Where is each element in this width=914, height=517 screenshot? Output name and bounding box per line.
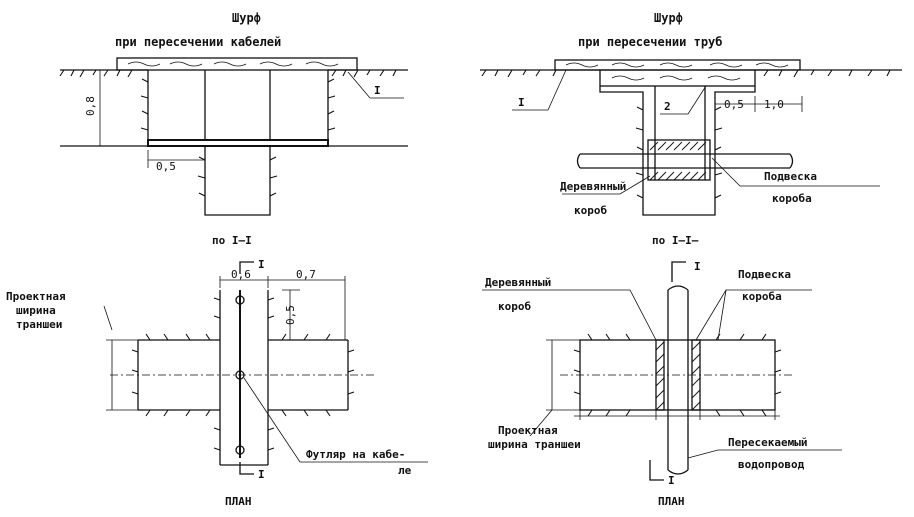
right-section-title-2: при пересечении труб	[578, 35, 723, 49]
right-suspension-leader	[711, 157, 880, 187]
right-plan-bottom-ticks	[574, 410, 780, 420]
right-plan-box-label-2: короб	[498, 300, 531, 313]
left-plan-dim-b: 0,7	[296, 268, 316, 281]
right-plan-pipe-leader	[687, 449, 842, 459]
left-step-value: 0,5	[156, 160, 176, 173]
right-box-label-2: короб	[574, 204, 607, 217]
right-plan-hatching	[573, 333, 782, 417]
right-dimensions	[714, 96, 803, 112]
left-lower-trench-hatching	[197, 156, 278, 197]
right-pit-hatching	[635, 106, 723, 199]
right-marker-I: I	[518, 96, 525, 109]
right-plan-marker-bottom: I	[668, 474, 675, 487]
left-plan-cable-end-bottom	[235, 445, 245, 455]
left-plan-width-label-1: Проектная	[6, 290, 66, 303]
right-inner-posts	[654, 86, 706, 180]
right-pipe	[576, 153, 794, 169]
right-box-leader	[562, 175, 651, 195]
left-depth-value: 0,8	[84, 96, 97, 116]
left-plan-dim-a: 0,6	[231, 268, 251, 281]
right-plan-suspension-label-1: Подвеска	[738, 268, 791, 281]
right-section-title-1: Шурф	[654, 11, 683, 25]
right-plan-width-dim	[529, 339, 580, 437]
left-plan-trench	[137, 339, 349, 411]
right-step-value: 0,5	[724, 98, 744, 111]
right-plan-marker-bottom-line	[649, 460, 664, 481]
right-marker-2: 2	[664, 100, 671, 113]
left-depth-dimension	[95, 69, 105, 147]
left-plan-width-label-3: траншеи	[16, 318, 62, 331]
left-plan-sleeve-leader	[243, 377, 428, 463]
right-plan-box-hatching	[655, 341, 701, 411]
left-upper-pit-hatching	[140, 78, 336, 131]
left-plan-caption: ПЛАН	[225, 495, 252, 508]
right-suspension-label-1: Подвеска	[764, 170, 817, 183]
left-marker-leader	[347, 71, 404, 99]
left-section-caption: по I—I	[212, 234, 252, 247]
left-plan-marker-top-line	[239, 261, 254, 274]
left-plan-width-dim	[103, 305, 140, 411]
left-plan-pit	[219, 290, 269, 466]
left-plank-grain	[127, 61, 339, 67]
right-offset-value: 1,0	[764, 98, 784, 111]
left-plan-width-label-2: ширина	[16, 304, 56, 317]
right-plan-marker-top: I	[694, 260, 701, 273]
right-plan-width-label-2: ширина траншеи	[488, 438, 581, 451]
right-plank-grain	[565, 62, 789, 81]
right-section-view: Шурф при пересечении труб 0,5 1,0 2 I Де…	[480, 11, 902, 247]
left-section-title-1: Шурф	[232, 11, 261, 25]
right-wooden-box	[647, 139, 711, 181]
left-top-plank	[116, 57, 358, 71]
left-upper-pit	[147, 70, 329, 146]
right-top-plank	[554, 59, 801, 71]
left-step-dimension	[147, 150, 206, 168]
left-section-view: Шурф при пересечении кабелей 0,8 0,5 I п…	[59, 11, 408, 247]
left-section-title-2: при пересечении кабелей	[115, 35, 281, 49]
left-plan-marker-bottom-line	[239, 462, 254, 475]
right-plan-box-label-1: Деревянный	[485, 276, 551, 289]
right-plan-suspension-leader	[695, 289, 812, 341]
right-second-plank	[599, 69, 756, 87]
left-plan-dimensions	[219, 276, 346, 340]
right-plan-marker-top-line	[671, 261, 686, 282]
left-plan-dim-c: 0,5	[284, 305, 297, 325]
right-plan-box-left	[655, 339, 665, 411]
right-marker-2-leader	[660, 85, 707, 115]
right-pit-walls	[599, 86, 756, 216]
left-ground-hatching	[59, 69, 397, 78]
left-plan-view: I 0,6 0,7 0,5 Проектная ширина траншеи Ф…	[6, 258, 428, 508]
left-plan-sleeve-label-1: Футляр на кабе-	[306, 448, 405, 461]
left-plan-pit-hatching	[213, 297, 275, 451]
right-box-label-1: Деревянный	[560, 180, 626, 193]
left-marker-I: I	[374, 84, 381, 97]
right-box-hatching	[649, 141, 707, 181]
left-plan-marker-top: I	[258, 258, 265, 271]
left-plan-sleeve-label-2: ле	[398, 464, 412, 477]
right-plan-view: I Деревянный короб Подвеска короба Проек…	[482, 260, 842, 508]
right-ground-hatching	[481, 69, 891, 78]
right-section-caption: по I—I—	[652, 234, 699, 247]
left-plan-marker-bottom: I	[258, 468, 265, 481]
right-plan-pipe	[667, 285, 689, 475]
right-plan-width-label-1: Проектная	[498, 424, 558, 437]
left-plan-hatching	[131, 333, 355, 417]
left-plan-cable-center	[235, 370, 245, 380]
right-marker-I-leader	[512, 69, 567, 111]
right-suspension-label-2: короба	[772, 192, 812, 205]
right-plan-suspension-label-2: короба	[742, 290, 782, 303]
right-plan-pipe-label-2: водопровод	[738, 458, 805, 471]
right-plan-box-leader	[482, 289, 657, 341]
left-plan-cable-end-top	[235, 295, 245, 305]
left-cross-beam	[147, 139, 329, 147]
left-lower-trench	[204, 146, 271, 216]
right-plan-caption: ПЛАН	[658, 495, 685, 508]
right-plan-pipe-label-1: Пересекаемый	[728, 436, 807, 449]
